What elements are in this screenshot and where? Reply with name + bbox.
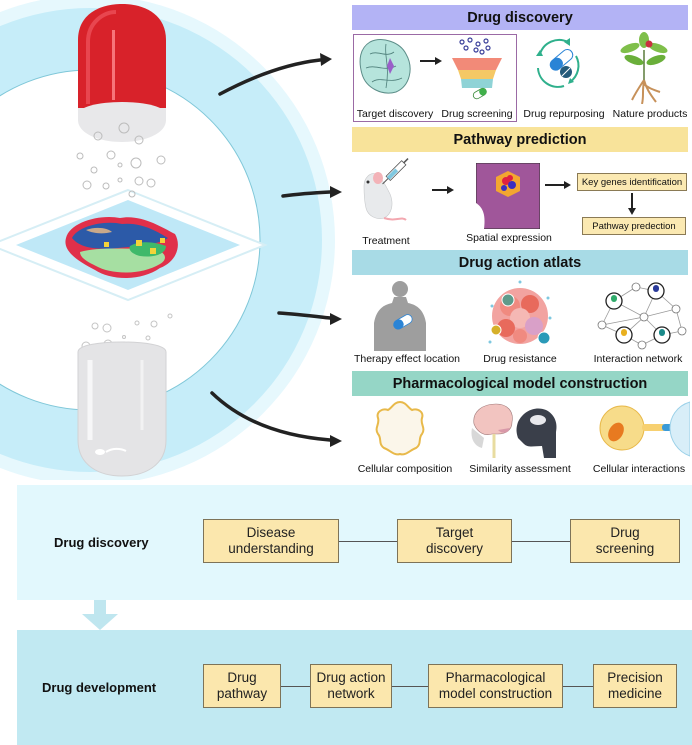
flow-connector: [281, 686, 310, 687]
flow-connector: [563, 686, 593, 687]
down-arrow-icon: [82, 600, 118, 630]
box-pathway-predection: Pathway predection: [582, 217, 686, 235]
caption-interaction-network: Interaction network: [593, 353, 683, 365]
flow-step-target-discovery: Target discovery: [397, 519, 512, 563]
red-capsule-icon: [78, 4, 166, 142]
cellular-interactions-icon: [599, 401, 690, 457]
drug-repurposing-icon: [536, 38, 580, 88]
human-body-icon: [374, 281, 426, 351]
arrow-to-pharmacological-model: [210, 391, 332, 442]
drug-discovery-flow-panel: Drug discovery Disease understanding Tar…: [17, 485, 692, 600]
flow-step-precision-medicine: Precision medicine: [593, 664, 677, 708]
flow-connector: [339, 541, 397, 542]
spatial-expression-tissue-icon: [476, 163, 540, 229]
discovery-group-frame: [353, 34, 517, 122]
drug-development-flow-panel: Drug development Drug pathway Drug actio…: [17, 630, 692, 745]
flow-connector: [512, 541, 570, 542]
flow-step-drug-action-network: Drug action network: [310, 664, 392, 708]
mouse-treatment-icon: [363, 158, 409, 221]
protein-structure-icon: [359, 39, 411, 94]
caption-target-discovery: Target discovery: [356, 108, 434, 120]
flow-connector: [392, 686, 428, 687]
section-header-drug-discovery: Drug discovery: [352, 5, 688, 30]
section-header-drug-action-atlas: Drug action atlats: [352, 250, 688, 275]
caption-cellular-composition: Cellular composition: [357, 463, 453, 475]
arrow-to-drug-action-atlas: [277, 311, 332, 320]
box-key-genes-identification: Key genes identification: [577, 173, 687, 191]
brain-mouse-similarity-icon: [471, 403, 557, 458]
flow-title-drug-development: Drug development: [42, 680, 157, 695]
drug-resistance-tumor-icon: [488, 280, 552, 345]
caption-drug-repurposing: Drug repurposing: [523, 108, 605, 120]
arrow-right-icon: [545, 181, 571, 189]
caption-similarity-assessment: Similarity assessment: [469, 463, 571, 475]
flow-step-pharmacological-model-construction: Pharmacological model construction: [428, 664, 563, 708]
caption-cellular-interactions: Cellular interactions: [592, 463, 686, 475]
capsule-illustration: [0, 0, 350, 480]
arrow-right-icon: [432, 186, 454, 194]
arrow-right-icon: [420, 57, 442, 65]
white-capsule-icon: [77, 341, 167, 477]
caption-drug-resistance: Drug resistance: [483, 353, 557, 365]
caption-therapy-effect-location: Therapy effect location: [353, 353, 461, 365]
organoid-icon: [375, 400, 425, 456]
section-header-pathway-prediction: Pathway prediction: [352, 127, 688, 152]
flow-title-drug-discovery: Drug discovery: [54, 535, 149, 550]
drug-screening-funnel-icon: [452, 37, 502, 100]
caption-treatment: Treatment: [362, 235, 410, 247]
arrow-to-drug-discovery: [218, 58, 322, 96]
flow-step-disease-understanding: Disease understanding: [203, 519, 339, 563]
flow-step-drug-screening: Drug screening: [570, 519, 680, 563]
caption-spatial-expression: Spatial expression: [466, 232, 552, 244]
caption-drug-screening: Drug screening: [441, 108, 513, 120]
flow-step-drug-pathway: Drug pathway: [203, 664, 281, 708]
section-header-pharmacological-model: Pharmacological model construction: [352, 371, 688, 396]
ginseng-plant-icon: [620, 32, 668, 104]
interaction-network-icon: [597, 282, 687, 350]
arrow-to-pathway-prediction: [281, 190, 332, 198]
bubbles-top: [76, 122, 166, 198]
arrow-down-icon: [628, 193, 636, 215]
spatial-tissue-icon: [65, 216, 178, 278]
arrow-heads: [320, 53, 342, 447]
arrows: [210, 58, 332, 442]
capsule-illustration-svg: [0, 0, 342, 480]
caption-nature-products: Nature products: [612, 108, 688, 120]
